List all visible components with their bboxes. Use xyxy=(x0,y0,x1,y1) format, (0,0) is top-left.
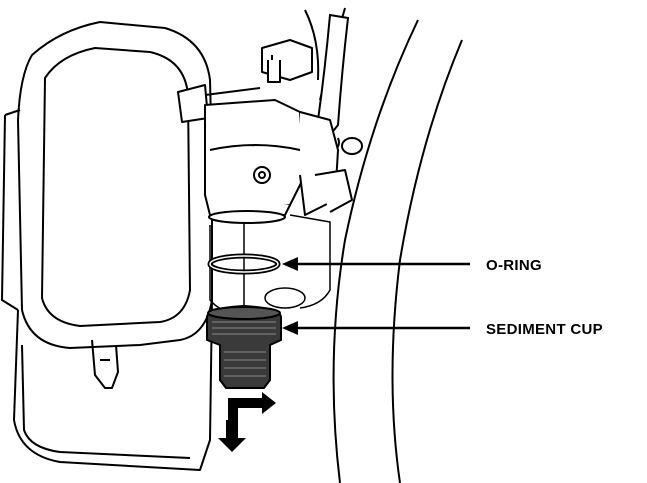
callout-leaders xyxy=(282,257,470,335)
fuel-valve-body xyxy=(177,39,353,224)
o-ring-arrowhead xyxy=(282,257,298,271)
sediment-cup-label: SEDIMENT CUP xyxy=(486,321,603,338)
removal-arrow xyxy=(218,392,276,452)
o-ring xyxy=(207,253,281,275)
sediment-cup xyxy=(206,304,282,389)
sediment-cup-arrowhead xyxy=(282,321,298,335)
engine-housing xyxy=(1,21,213,471)
filter-bowl xyxy=(209,214,331,313)
o-ring-label: O-RING xyxy=(486,257,542,274)
